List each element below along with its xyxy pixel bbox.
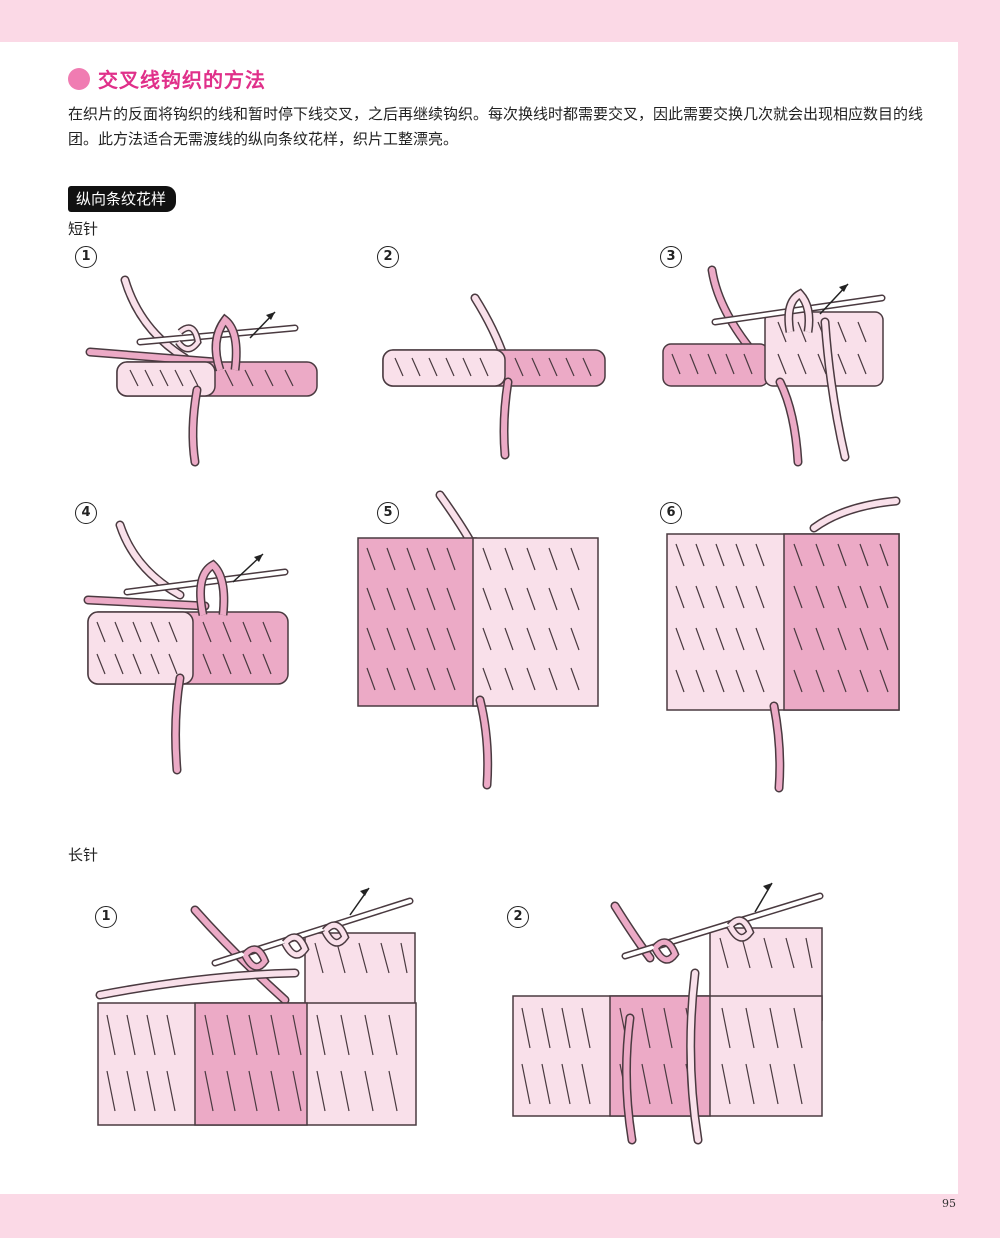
illustration-short-4 bbox=[83, 520, 289, 775]
step-marker-long-2: 2 bbox=[507, 906, 529, 928]
short-stitch-label: 短针 bbox=[68, 220, 99, 238]
step-marker-6: 6 bbox=[660, 502, 682, 524]
page-number: 95 bbox=[942, 1197, 956, 1210]
title-row: 交叉线钩织的方法 bbox=[68, 64, 266, 93]
illustration-short-5 bbox=[357, 490, 599, 790]
illustration-long-2 bbox=[512, 882, 824, 1145]
step-marker-1: 1 bbox=[75, 246, 97, 268]
step-marker-2: 2 bbox=[377, 246, 399, 268]
page-title: 交叉线钩织的方法 bbox=[98, 68, 266, 92]
step-marker-3: 3 bbox=[660, 246, 682, 268]
bottom-band bbox=[0, 1194, 1000, 1238]
illustration-short-1 bbox=[85, 275, 318, 467]
long-stitch-label: 长针 bbox=[68, 846, 99, 864]
illustration-short-6 bbox=[666, 496, 901, 793]
step-marker-4: 4 bbox=[75, 502, 97, 524]
step-marker-5: 5 bbox=[377, 502, 399, 524]
intro-paragraph: 在织片的反面将钩织的线和暂时停下线交叉，之后再继续钩织。每次换线时都需要交叉，因… bbox=[68, 105, 924, 148]
step-marker-long-1: 1 bbox=[95, 906, 117, 928]
illustration-short-2 bbox=[382, 293, 606, 460]
illustration-short-3 bbox=[662, 265, 886, 467]
bullet-dot-icon bbox=[68, 67, 90, 90]
section-tag: 纵向条纹花样 bbox=[68, 186, 177, 212]
illustration-long-1 bbox=[95, 887, 417, 1126]
